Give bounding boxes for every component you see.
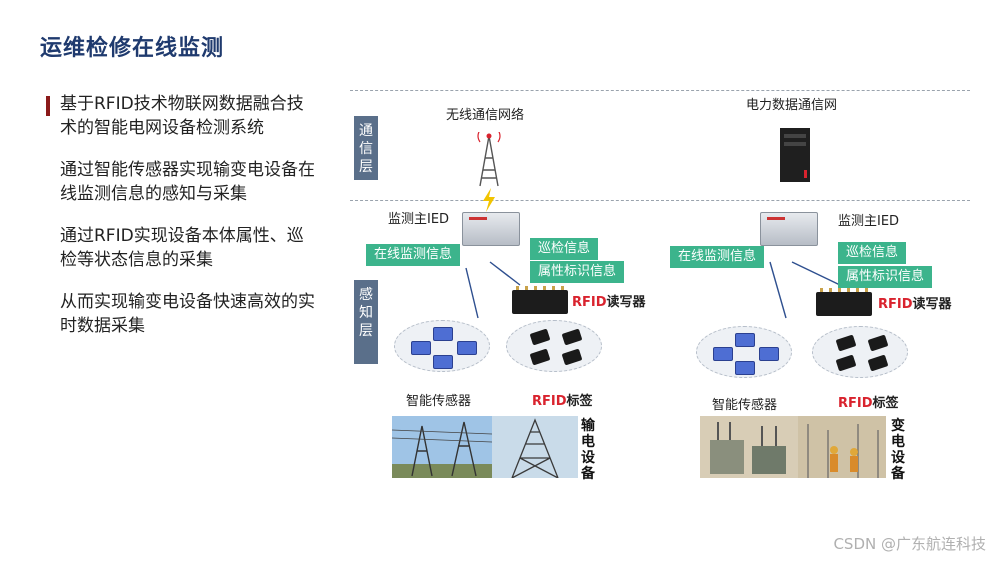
tag-text: 标签 [567,394,593,409]
rfid-text: RFID [532,394,567,409]
online-monitoring-tag-left: 在线监测信息 [366,244,460,266]
sensor-cloud-right [696,326,792,378]
substation-transformer-photo [700,416,798,478]
rfid-reader-left [512,290,568,314]
rfid-tag-icon [868,355,889,372]
tag-text: 标签 [873,396,899,411]
transmission-equipment-label: 输电设备 [578,418,598,482]
bullet-item: 从而实现输变电设备快速高效的实时数据采集 [50,290,320,338]
sensor-icon [735,361,755,375]
arrow-sensors-to-ied-left [466,268,478,318]
rfid-tag-icon [562,329,583,346]
rfid-tag-icon [836,335,857,352]
sensor-icon [735,333,755,347]
tag-cloud-left [506,320,602,372]
rfid-tag-icon [836,355,857,372]
wireless-network-label: 无线通信网络 [446,104,524,123]
transmission-line-photo [392,416,492,478]
ied-label-right: 监测主IED [838,210,899,229]
antenna-tower-icon [474,132,504,188]
ied-label-left: 监测主IED [388,208,449,227]
attribute-tag-right: 属性标识信息 [838,266,932,288]
rfid-text: RFID [878,297,913,312]
rfid-reader-right [816,292,872,316]
lightning-icon [481,188,497,212]
watermark: CSDN @广东航连科技 [833,533,986,554]
arrow-sensors-to-ied-right [770,262,786,318]
sensor-icon [713,347,733,361]
transmission-tower-photo [492,416,578,478]
bullet-item: 通过RFID实现设备本体属性、巡检等状态信息的采集 [50,224,320,272]
smart-sensor-label-right: 智能传感器 [712,394,777,413]
bullet-item: 基于RFID技术物联网数据融合技术的智能电网设备检测系统 [50,92,320,140]
inspection-tag-right: 巡检信息 [838,242,906,264]
attribute-tag-left: 属性标识信息 [530,261,624,283]
inspection-tag-left: 巡检信息 [530,238,598,260]
power-network-label: 电力数据通信网 [746,94,837,113]
monitoring-diagram: 通信层 感知层 无线通信网络 监测主IED 在线监测信息 巡检信息 属性标识信息… [350,80,980,500]
rfid-text: RFID [838,396,873,411]
sensor-icon [411,341,431,355]
sensor-icon [759,347,779,361]
rfid-text: RFID [572,295,607,310]
page-title: 运维检修在线监测 [40,30,224,62]
ied-device-left [462,212,520,246]
reader-text: 读写器 [607,295,646,310]
rfid-tag-label-left: RFID标签 [532,390,593,409]
sensor-icon [433,327,453,341]
substation-workers-photo [798,416,886,478]
tag-cloud-right [812,326,908,378]
rfid-reader-label-left: RFID读写器 [572,291,646,310]
sensor-icon [457,341,477,355]
smart-sensor-label-left: 智能传感器 [406,390,471,409]
server-icon [778,126,812,184]
bullet-accent-bar [46,96,50,116]
arrow-reader-to-ied-left [490,262,520,285]
rfid-tag-icon [562,349,583,366]
sensor-icon [433,355,453,369]
sensor-cloud-left [394,320,490,372]
reader-text: 读写器 [913,297,952,312]
online-monitoring-tag-right: 在线监测信息 [670,246,764,268]
bullet-list: 基于RFID技术物联网数据融合技术的智能电网设备检测系统 通过智能传感器实现输变… [50,92,320,356]
rfid-tag-icon [530,349,551,366]
substation-equipment-label: 变电设备 [888,418,908,482]
rfid-tag-label-right: RFID标签 [838,392,899,411]
ied-device-right [760,212,818,246]
arrow-reader-to-ied-right [792,262,840,285]
rfid-tag-icon [530,329,551,346]
bullet-item: 通过智能传感器实现输变电设备在线监测信息的感知与采集 [50,158,320,206]
rfid-reader-label-right: RFID读写器 [878,293,952,312]
rfid-tag-icon [868,335,889,352]
